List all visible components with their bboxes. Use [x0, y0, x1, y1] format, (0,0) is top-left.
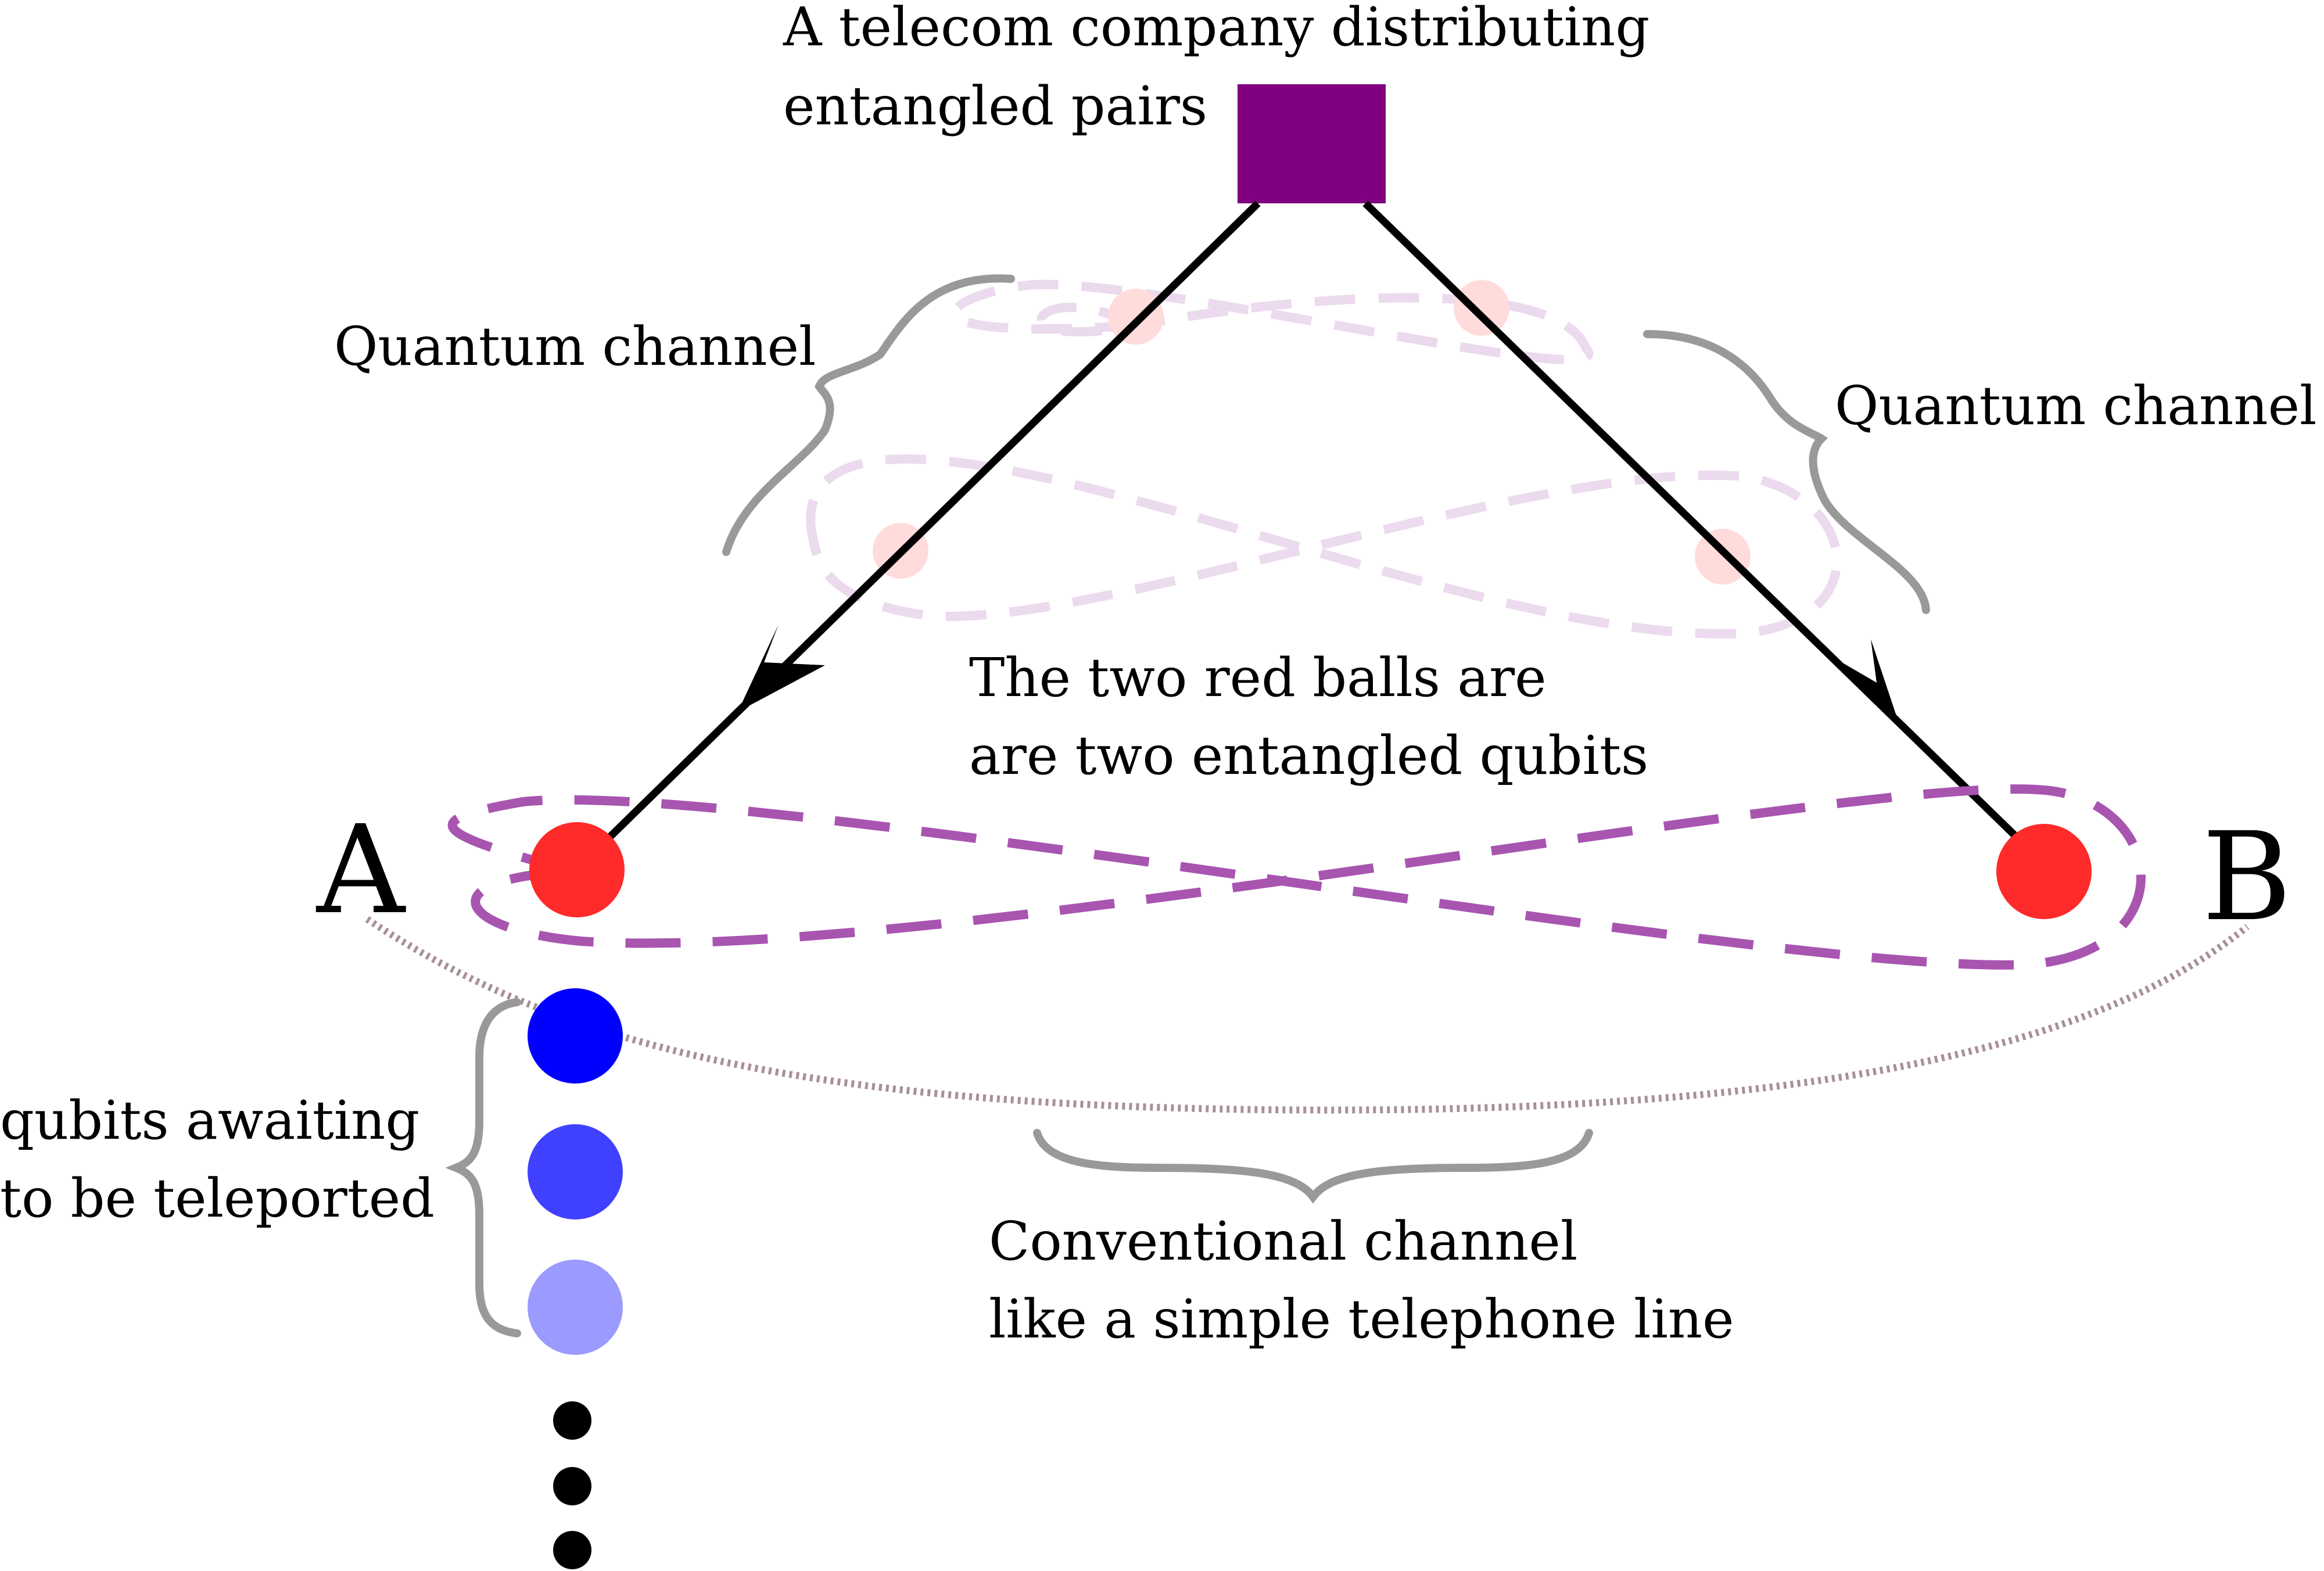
waiting-qubits-label-line1: qubits awaiting [0, 1089, 419, 1152]
entanglement-loop-upper [951, 279, 1593, 364]
quantum-channel-right-arrowhead [1842, 639, 1900, 726]
quantum-channel-left-arrowhead [738, 625, 825, 712]
entangled-qubit-b [1996, 824, 2092, 919]
source-label-line2: entangled pairs [783, 75, 1207, 137]
entangled-qubit-upper-left [1108, 289, 1164, 345]
entanglement-loop-lower [806, 454, 1842, 639]
entanglement-loop-main [447, 784, 2146, 970]
conventional-channel-line2: like a simple telephone line [989, 1288, 1734, 1350]
conventional-channel-line1: Conventional channel [989, 1210, 1577, 1272]
quantum-channel-right-brace [1643, 330, 1930, 614]
node-a-label: A [315, 799, 406, 941]
quantum-channel-left-brace [722, 274, 1015, 556]
conventional-channel-brace [1033, 1129, 1593, 1204]
source-label-line1: A telecom company distributing [783, 0, 1649, 58]
entanglement-note-line2: are two entangled qubits [969, 724, 1648, 787]
quantum-channel-left-label: Quantum channel [334, 315, 816, 378]
waiting-qubits-label-line2: to be teleported [0, 1167, 435, 1229]
ellipsis-dot-3 [553, 1531, 591, 1569]
entangled-qubit-upper-right [1454, 280, 1509, 336]
entanglement-source [1238, 84, 1386, 203]
quantum-channel-right-line [1362, 200, 2019, 840]
quantum-channel-left-line [601, 200, 1261, 845]
node-b-label: B [2202, 806, 2291, 948]
ellipsis-dot-1 [553, 1401, 591, 1440]
waiting-qubits-brace [445, 998, 521, 1337]
waiting-qubit-3 [528, 1260, 623, 1355]
entangled-qubit-a [529, 822, 625, 917]
quantum-channel-right-label: Quantum channel [1835, 375, 2316, 437]
waiting-qubit-1 [528, 988, 623, 1084]
ellipsis-dot-2 [553, 1467, 591, 1505]
waiting-qubit-2 [528, 1124, 623, 1220]
entangled-pair-in-transit-upper [951, 279, 1593, 364]
entanglement-note-line1: The two red balls are [969, 647, 1547, 709]
